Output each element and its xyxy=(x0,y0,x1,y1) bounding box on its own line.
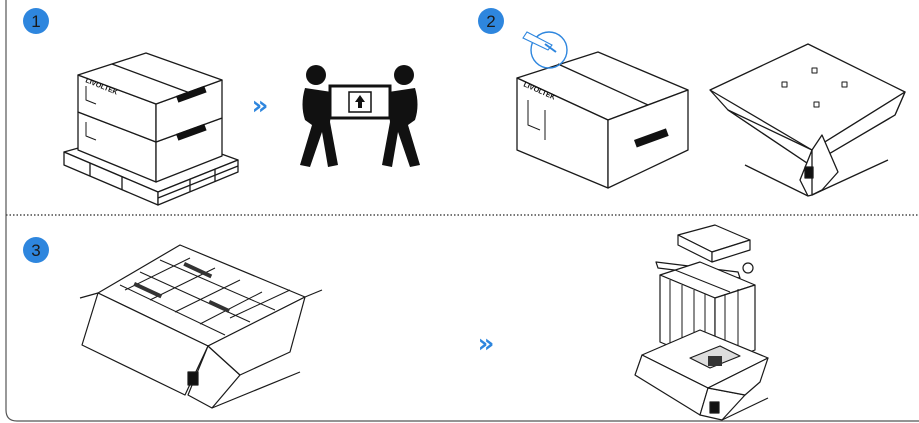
next-step-arrow: » xyxy=(252,91,269,121)
box-logo-mark xyxy=(176,85,207,103)
outer-border xyxy=(5,0,919,422)
open-box-icon xyxy=(709,43,906,197)
next-step-arrow: » xyxy=(478,329,495,359)
step-1-number: 1 xyxy=(31,12,40,31)
box-logo-mark xyxy=(176,123,207,141)
step-2-badge: 2 xyxy=(478,8,504,34)
step-3-badge: 3 xyxy=(23,237,49,263)
box-logo-mark xyxy=(634,128,669,148)
step-2-number: 2 xyxy=(486,12,495,31)
unpacked-parts-icon xyxy=(634,224,769,421)
two-person-lift-icon xyxy=(300,65,420,167)
packed-box-interior-icon xyxy=(79,244,323,409)
cut-tape-icon xyxy=(522,31,568,69)
step-3-number: 3 xyxy=(31,241,40,260)
sealed-box-icon xyxy=(516,51,689,189)
pallet-boxes-icon xyxy=(63,52,239,206)
step-1-badge: 1 xyxy=(23,8,49,34)
